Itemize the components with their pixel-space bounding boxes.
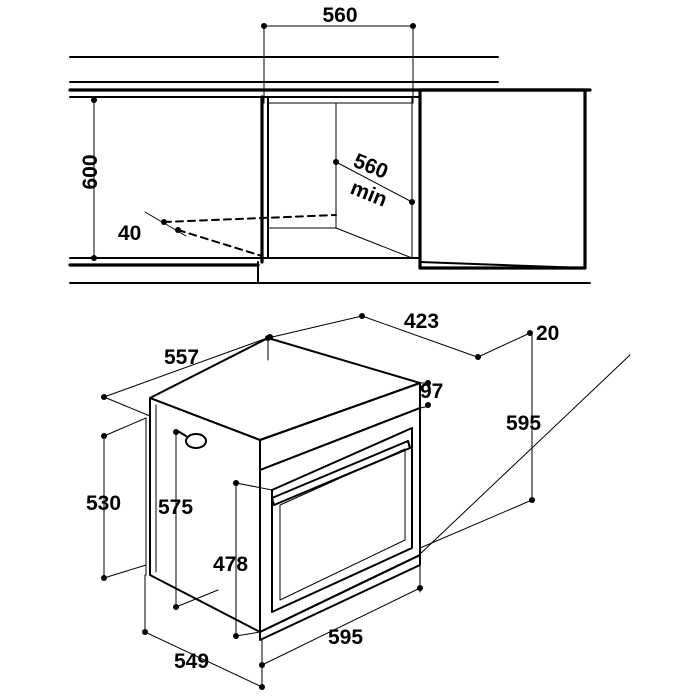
niche-width-label: 560: [322, 4, 357, 27]
oven-door-height-label: 478: [213, 553, 248, 576]
oven-top-thickness-label: 20: [536, 322, 559, 345]
niche-height-label: 600: [79, 154, 102, 189]
oven-total-height-label: 595: [506, 412, 541, 435]
oven-rear-height-label: 530: [86, 492, 121, 515]
oven-side-depth-label: 557: [164, 346, 199, 369]
oven-front-width-label: 595: [328, 626, 363, 649]
oven-bottom-depth-label: 549: [174, 650, 209, 673]
oven-body: [145, 337, 421, 641]
vent-gap-label: 40: [118, 222, 141, 245]
niche-depth-unit-label: min: [347, 176, 390, 211]
oven-top-depth-label: 423: [404, 310, 439, 333]
cabinet-niche-view: [68, 56, 592, 284]
niche-dimension-lines: [91, 23, 416, 261]
oven-dimension-lines: [101, 313, 631, 690]
oven-panel-height-label: 97: [420, 380, 443, 403]
oven-mid-height-label: 575: [158, 496, 193, 519]
